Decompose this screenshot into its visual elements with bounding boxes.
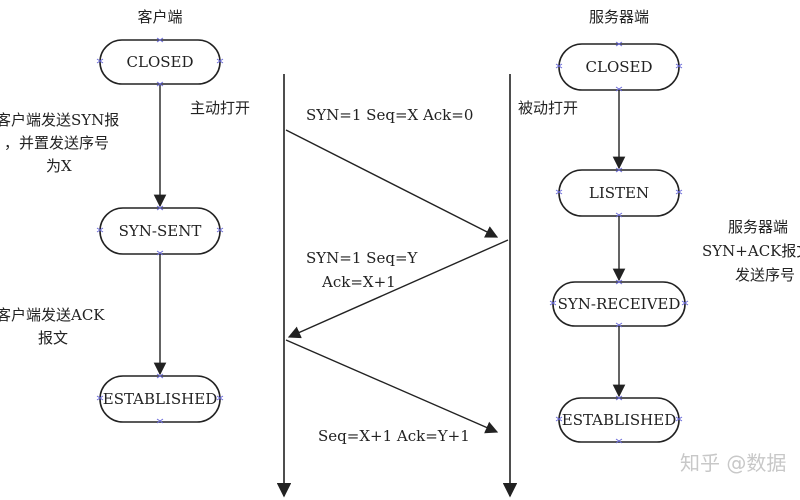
message-3-label: Seq=X+1 Ack=Y+1 [318, 427, 470, 445]
server-action-label: 被动打开 [518, 99, 578, 117]
message-1-arrow [285, 129, 499, 238]
client-state-syn-sent: SYN-SENT [96, 205, 224, 256]
server-state-closed-label: CLOSED [586, 58, 653, 76]
client-state-closed: CLOSED [96, 37, 224, 87]
message-2-arrow [287, 239, 509, 339]
server-state-closed: CLOSED [555, 41, 683, 92]
message-3-arrow [285, 339, 499, 434]
client-note-2: 客户端发送ACK 报文 [0, 306, 109, 347]
server-state-listen: LISTEN [555, 167, 683, 218]
server-state-listen-label: LISTEN [589, 184, 649, 202]
client-action-label: 主动打开 [190, 99, 250, 117]
client-title: 客户端 [137, 8, 182, 26]
server-state-established: ESTABLISHED [555, 395, 683, 444]
client-state-established: ESTABLISHED [96, 373, 224, 424]
watermark: 知乎 @数据 [680, 451, 786, 475]
client-state-syn-sent-label: SYN-SENT [119, 222, 202, 240]
server-state-established-label: ESTABLISHED [562, 411, 677, 429]
message-1-label: SYN=1 Seq=X Ack=0 [306, 106, 473, 124]
client-note-1: 客户端发送SYN报 ，并置发送序号 为X [0, 111, 124, 175]
server-state-syn-received-label: SYN-RECEIVED [558, 295, 681, 313]
server-title: 服务器端 [589, 8, 649, 26]
client-state-established-label: ESTABLISHED [103, 390, 218, 408]
server-state-syn-received: SYN-RECEIVED [549, 279, 689, 328]
client-state-closed-label: CLOSED [127, 53, 194, 71]
message-2-label: SYN=1 Seq=Y Ack=X+1 [306, 249, 422, 291]
